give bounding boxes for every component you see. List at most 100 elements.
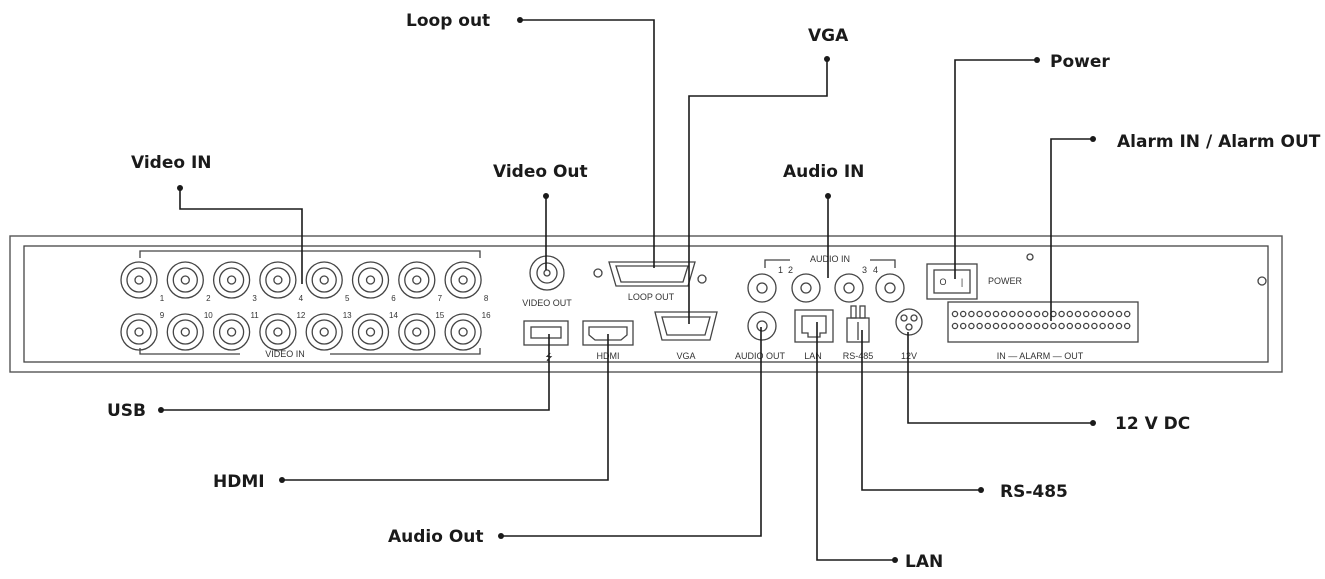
vga-label: VGA <box>676 351 695 361</box>
dc-12v-jack[interactable] <box>895 308 923 336</box>
leader-dot <box>279 477 285 483</box>
bnc-connector[interactable] <box>120 261 158 299</box>
bnc-connector[interactable] <box>444 313 482 351</box>
audio-in-rca[interactable] <box>875 273 905 303</box>
lan-port[interactable] <box>794 309 834 343</box>
alarm-pin <box>1123 310 1131 318</box>
bnc-connector[interactable] <box>259 261 297 299</box>
alarm-pin <box>1041 310 1049 318</box>
video-out-label: VIDEO OUT <box>522 298 572 308</box>
bnc-connector[interactable] <box>120 313 158 351</box>
audio-out-rca[interactable] <box>747 311 777 341</box>
alarm-pin <box>1091 322 1098 330</box>
bnc-number: 16 <box>482 311 491 320</box>
bnc-connector[interactable] <box>351 313 390 351</box>
loop-out-connector[interactable] <box>593 261 707 287</box>
alarm-pin <box>968 310 975 318</box>
bnc-number: 13 <box>343 311 352 320</box>
bnc-connector[interactable] <box>212 261 251 299</box>
leader-hdmi <box>282 334 609 481</box>
bnc-connector[interactable] <box>166 313 204 351</box>
video-in-bracket-top <box>139 250 481 258</box>
alarm-pin <box>1025 322 1033 330</box>
alarm-pin <box>1033 322 1041 330</box>
twelve-v-label: 12V <box>901 351 917 361</box>
alarm-pin <box>992 322 1000 330</box>
alarm-pin <box>1058 322 1065 330</box>
alarm-pin <box>1074 310 1082 318</box>
lan-label: LAN <box>804 351 822 361</box>
audio-in-block: AUDIO IN 1 2 3 4 <box>747 254 905 303</box>
callout-audio-in: Audio IN <box>783 162 864 182</box>
alarm-pin <box>1000 322 1008 330</box>
rs485-terminal[interactable] <box>846 305 870 343</box>
alarm-pin <box>951 310 959 318</box>
bnc-connector[interactable] <box>398 261 436 299</box>
panel-outer <box>9 235 1283 373</box>
leader-dot <box>543 193 549 199</box>
leader-power <box>954 59 1037 279</box>
alarm-pin <box>1009 322 1016 330</box>
leader-12v <box>907 332 1093 424</box>
screw <box>1026 253 1034 261</box>
leader-video-in <box>179 188 303 284</box>
alarm-pin <box>1107 310 1115 318</box>
callout-usb: USB <box>107 401 146 421</box>
leader-audio-out <box>501 327 762 537</box>
bnc-number: 10 <box>204 311 213 320</box>
alarm-pin <box>1058 310 1065 318</box>
leader-rs485 <box>861 330 981 491</box>
alarm-pin <box>951 322 959 330</box>
bnc-connector[interactable] <box>259 313 297 351</box>
audio-in-label: AUDIO IN <box>810 254 850 264</box>
alarm-pin <box>1082 310 1090 318</box>
alarm-terminal-pins <box>951 310 1131 330</box>
bnc-number: 8 <box>484 294 489 303</box>
alarm-pin <box>1066 310 1074 318</box>
bnc-connector[interactable] <box>166 261 204 299</box>
alarm-terminal-block[interactable] <box>947 301 1139 343</box>
leader-dot <box>498 533 504 539</box>
bnc-number: 4 <box>299 294 304 303</box>
leader-vga <box>688 59 828 324</box>
video-out-connector[interactable] <box>529 255 565 291</box>
bnc-number: 5 <box>345 294 350 303</box>
leader-dot <box>177 185 183 191</box>
bnc-connector[interactable] <box>444 261 482 299</box>
vga-port[interactable] <box>654 311 718 341</box>
usb-port[interactable] <box>523 320 569 346</box>
bnc-connector[interactable] <box>351 261 390 299</box>
alarm-pin <box>1017 322 1024 330</box>
callout-power: Power <box>1050 52 1110 72</box>
callout-video-in: Video IN <box>131 153 212 173</box>
bnc-connector[interactable] <box>398 313 436 351</box>
alarm-pin <box>976 322 983 330</box>
alarm-pin <box>1123 322 1131 330</box>
callout-hdmi: HDMI <box>213 472 265 492</box>
leader-dot <box>824 56 830 62</box>
callout-video-out: Video Out <box>493 162 588 182</box>
audio-in-rca[interactable] <box>747 273 777 303</box>
bnc-connector[interactable] <box>305 313 343 351</box>
dvr-rear-panel <box>9 235 1283 373</box>
bnc-number: 14 <box>389 311 398 320</box>
bnc-connector[interactable] <box>305 261 343 299</box>
bnc-connector[interactable] <box>212 313 251 351</box>
screw <box>1257 276 1267 286</box>
audio-in-number: 1 <box>778 265 783 275</box>
alarm-pin <box>1099 310 1106 318</box>
alarm-pin <box>1033 310 1041 318</box>
bnc-number: 3 <box>252 294 257 303</box>
alarm-pin <box>1050 322 1057 330</box>
alarm-pin <box>959 322 967 330</box>
audio-in-rca[interactable] <box>791 273 821 303</box>
bnc-number: 9 <box>160 311 165 320</box>
leader-dot <box>517 17 523 23</box>
leader-alarm <box>1050 138 1093 321</box>
leader-loop-out <box>520 19 655 268</box>
leader-lines <box>158 17 1096 563</box>
audio-in-rca[interactable] <box>834 273 864 303</box>
power-switch[interactable]: O | <box>926 263 978 300</box>
alarm-pin <box>959 310 967 318</box>
